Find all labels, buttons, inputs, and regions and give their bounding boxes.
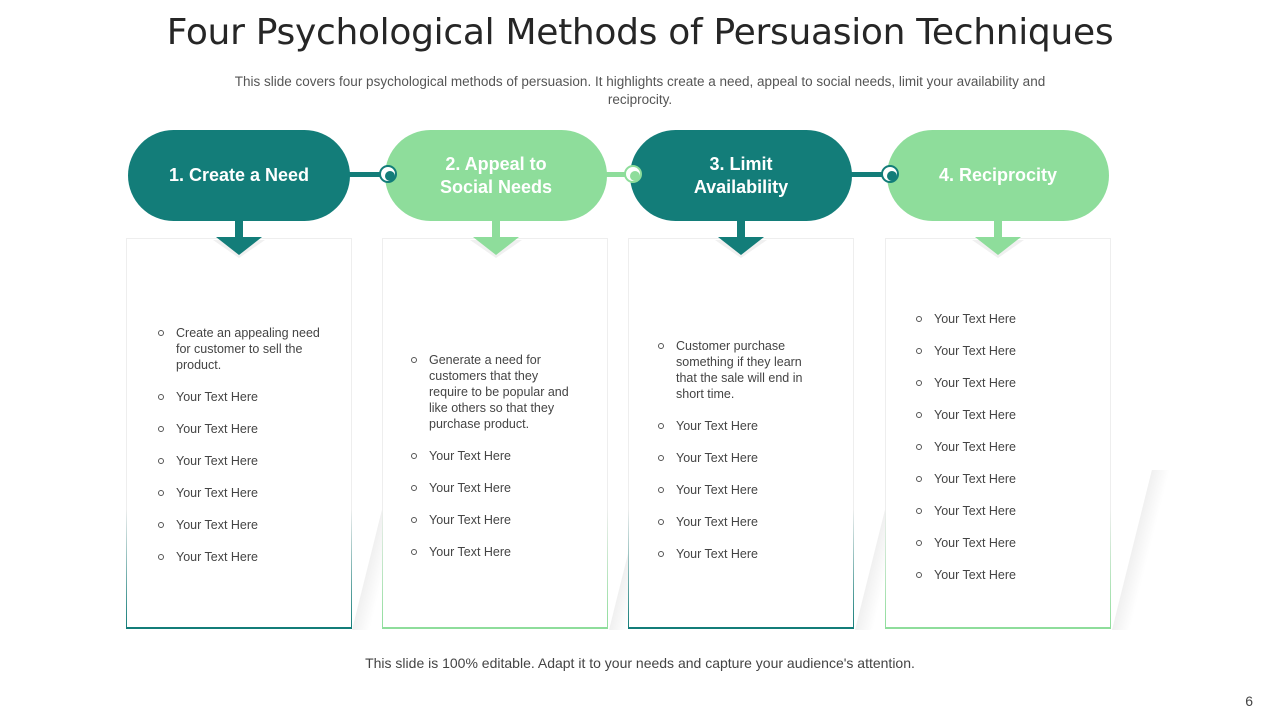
list-item: Your Text Here xyxy=(158,517,320,533)
step-4-list: Your Text Here Your Text Here Your Text … xyxy=(916,311,1086,599)
step-4-label: 4. Reciprocity xyxy=(938,165,1058,185)
list-item: Your Text Here xyxy=(916,567,1086,583)
connector-1-2 xyxy=(340,172,400,177)
list-item: Your Text Here xyxy=(411,544,579,560)
card-4-shadow xyxy=(1112,470,1170,630)
list-item: Your Text Here xyxy=(916,535,1086,551)
step-2-card: Generate a need for customers that they … xyxy=(382,238,608,629)
list-item: Your Text Here xyxy=(158,389,320,405)
step-1-pill: 1. Create a Need xyxy=(128,130,350,221)
connector-dot-3 xyxy=(881,165,899,183)
list-item: Your Text Here xyxy=(916,375,1086,391)
page-number: 6 xyxy=(1245,693,1253,709)
list-item: Generate a need for customers that they … xyxy=(411,352,579,432)
step-1-label: 1. Create a Need xyxy=(168,165,310,185)
step-1-card: Create an appealing need for customer to… xyxy=(126,238,352,629)
list-item: Create an appealing need for customer to… xyxy=(158,325,320,373)
step-4-pill: 4. Reciprocity xyxy=(887,130,1109,221)
list-item: Your Text Here xyxy=(658,482,816,498)
step-1-list: Create an appealing need for customer to… xyxy=(158,325,320,581)
list-item: Your Text Here xyxy=(158,485,320,501)
list-item: Your Text Here xyxy=(916,311,1086,327)
step-3-label: 3. Limit Availability xyxy=(693,153,789,197)
list-item: Your Text Here xyxy=(658,418,816,434)
list-item: Your Text Here xyxy=(411,448,579,464)
list-item: Your Text Here xyxy=(658,450,816,466)
list-item: Your Text Here xyxy=(658,546,816,562)
connector-dot-1 xyxy=(379,165,397,183)
list-item: Your Text Here xyxy=(411,480,579,496)
step-3-pill: 3. Limit Availability xyxy=(630,130,852,221)
list-item: Your Text Here xyxy=(916,407,1086,423)
list-item: Your Text Here xyxy=(411,512,579,528)
list-item: Your Text Here xyxy=(916,503,1086,519)
step-3-card: Customer purchase something if they lear… xyxy=(628,238,854,629)
list-item: Customer purchase something if they lear… xyxy=(658,338,816,402)
list-item: Your Text Here xyxy=(916,471,1086,487)
connector-dot-2 xyxy=(624,165,642,183)
list-item: Your Text Here xyxy=(658,514,816,530)
list-item: Your Text Here xyxy=(158,453,320,469)
step-2-list: Generate a need for customers that they … xyxy=(411,352,579,576)
slide-footer: This slide is 100% editable. Adapt it to… xyxy=(365,655,915,671)
connector-3-4 xyxy=(844,172,898,177)
list-item: Your Text Here xyxy=(916,439,1086,455)
slide-title: Four Psychological Methods of Persuasion… xyxy=(166,12,1114,53)
list-item: Your Text Here xyxy=(916,343,1086,359)
slide-subtitle: This slide covers four psychological met… xyxy=(234,74,1046,107)
step-2-label: 2. Appeal to Social Needs xyxy=(439,153,553,197)
list-item: Your Text Here xyxy=(158,549,320,565)
list-item: Your Text Here xyxy=(158,421,320,437)
step-3-list: Customer purchase something if they lear… xyxy=(658,338,816,578)
connector-2-3 xyxy=(598,172,642,177)
step-4-card: Your Text Here Your Text Here Your Text … xyxy=(885,238,1111,629)
step-2-pill: 2. Appeal to Social Needs xyxy=(385,130,607,221)
